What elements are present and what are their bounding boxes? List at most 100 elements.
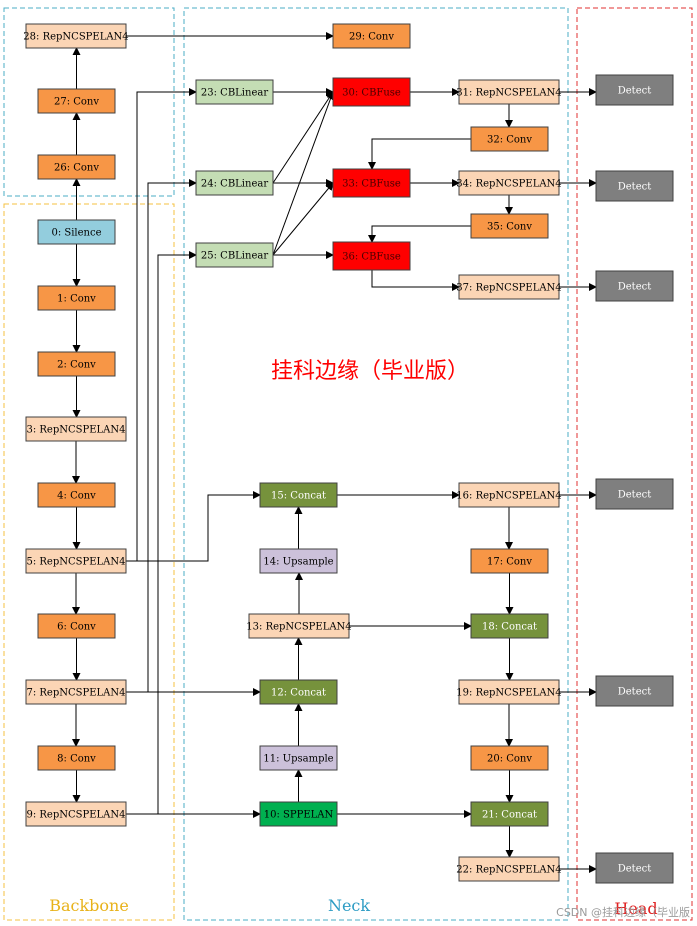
node-n30: 30: CBFuse: [332, 77, 411, 107]
node-label: 24: CBLinear: [201, 179, 268, 190]
node-box: [595, 852, 674, 884]
node-label: 32: Conv: [487, 135, 532, 146]
node-n13: 13: RepNCSPELAN4: [246, 613, 352, 639]
node-box: [470, 213, 549, 239]
node-n26: 26: Conv: [37, 154, 116, 180]
node-label: 29: Conv: [349, 32, 394, 43]
node-n29: 29: Conv: [332, 23, 411, 49]
node-n14: 14: Upsample: [259, 548, 338, 574]
node-box: [470, 745, 549, 771]
node-label: Detect: [618, 86, 652, 97]
section-label-backbone: Backbone: [49, 896, 129, 915]
node-n35: 35: Conv: [470, 213, 549, 239]
node-box: [37, 613, 116, 639]
node-label: 30: CBFuse: [342, 88, 401, 99]
node-n28: 28: RepNCSPELAN4: [23, 23, 129, 49]
node-n3: 3: RepNCSPELAN4: [25, 416, 127, 442]
node-label: 4: Conv: [57, 491, 96, 502]
node-box: [248, 613, 350, 639]
node-label: 6: Conv: [57, 622, 96, 633]
node-label: 9: RepNCSPELAN4: [26, 810, 125, 821]
node-label: 18: Concat: [482, 622, 537, 633]
node-box: [458, 170, 560, 196]
node-label: Detect: [618, 490, 652, 501]
node-box: [595, 74, 674, 106]
node-n24: 24: CBLinear: [195, 170, 274, 196]
csdn-credit: CSDN @挂科边缘（毕业版: [556, 905, 690, 919]
node-label: 20: Conv: [487, 754, 532, 765]
node-label: 25: CBLinear: [201, 251, 268, 262]
node-label: 7: RepNCSPELAN4: [26, 688, 125, 699]
connector-arrow: [272, 91, 334, 184]
node-d37: Detect: [595, 270, 674, 302]
node-n27: 27: Conv: [37, 88, 116, 114]
connector-arrow: [368, 225, 471, 243]
node-box: [25, 801, 127, 827]
node-n4: 4: Conv: [37, 482, 116, 508]
node-label: 33: CBFuse: [342, 179, 401, 190]
node-label: 26: Conv: [54, 163, 99, 174]
node-n34: 34: RepNCSPELAN4: [456, 170, 562, 196]
node-box: [195, 242, 274, 268]
node-box: [37, 285, 116, 311]
node-label: Detect: [618, 182, 652, 193]
section-label-neck: Neck: [328, 896, 370, 915]
node-n19: 19: RepNCSPELAN4: [456, 679, 562, 705]
node-box: [458, 679, 560, 705]
node-n9: 9: RepNCSPELAN4: [25, 801, 127, 827]
node-n31: 31: RepNCSPELAN4: [456, 79, 562, 105]
node-d19: Detect: [595, 675, 674, 707]
node-n11: 11: Upsample: [259, 745, 338, 771]
section-label-head: Head: [614, 899, 657, 918]
node-n7: 7: RepNCSPELAN4: [25, 679, 127, 705]
node-box: [458, 79, 560, 105]
node-box: [195, 79, 274, 105]
node-box: [259, 745, 338, 771]
node-label: 11: Upsample: [263, 754, 333, 765]
node-label: Detect: [618, 282, 652, 293]
node-n16: 16: RepNCSPELAN4: [456, 482, 562, 508]
node-d22: Detect: [595, 852, 674, 884]
node-box: [595, 270, 674, 302]
node-n25: 25: CBLinear: [195, 242, 274, 268]
node-n10: 10: SPPELAN: [259, 801, 338, 827]
node-n12: 12: Concat: [259, 679, 338, 705]
node-box: [332, 77, 411, 107]
node-label: 5: RepNCSPELAN4: [26, 557, 125, 568]
node-label: 37: RepNCSPELAN4: [456, 283, 561, 294]
node-d34: Detect: [595, 170, 674, 202]
node-box: [470, 801, 549, 827]
connector-arrow: [126, 179, 197, 693]
connector-arrow: [126, 251, 197, 815]
node-n36: 36: CBFuse: [332, 241, 411, 271]
node-label: 21: Concat: [482, 810, 537, 821]
node-label: 16: RepNCSPELAN4: [456, 491, 561, 502]
node-box: [259, 801, 338, 827]
node-n17: 17: Conv: [470, 548, 549, 574]
node-label: 22: RepNCSPELAN4: [456, 865, 561, 876]
node-box: [470, 548, 549, 574]
node-n32: 32: Conv: [470, 126, 549, 152]
connector-arrow: [371, 270, 460, 291]
node-label: 28: RepNCSPELAN4: [23, 32, 128, 43]
node-box: [332, 23, 411, 49]
node-box: [470, 613, 549, 639]
node-n37: 37: RepNCSPELAN4: [456, 274, 562, 300]
node-box: [25, 23, 127, 49]
node-n22: 22: RepNCSPELAN4: [456, 856, 562, 882]
node-n6: 6: Conv: [37, 613, 116, 639]
node-n15: 15: Concat: [259, 482, 338, 508]
node-box: [458, 274, 560, 300]
connector-arrow: [272, 182, 334, 256]
node-label: 0: Silence: [51, 228, 101, 239]
node-label: 13: RepNCSPELAN4: [246, 622, 351, 633]
node-box: [595, 675, 674, 707]
node-box: [332, 168, 411, 198]
node-box: [37, 88, 116, 114]
node-label: 14: Upsample: [263, 557, 333, 568]
node-d31: Detect: [595, 74, 674, 106]
node-n2: 2: Conv: [37, 351, 116, 377]
node-label: 34: RepNCSPELAN4: [456, 179, 561, 190]
node-label: 31: RepNCSPELAN4: [456, 88, 561, 99]
